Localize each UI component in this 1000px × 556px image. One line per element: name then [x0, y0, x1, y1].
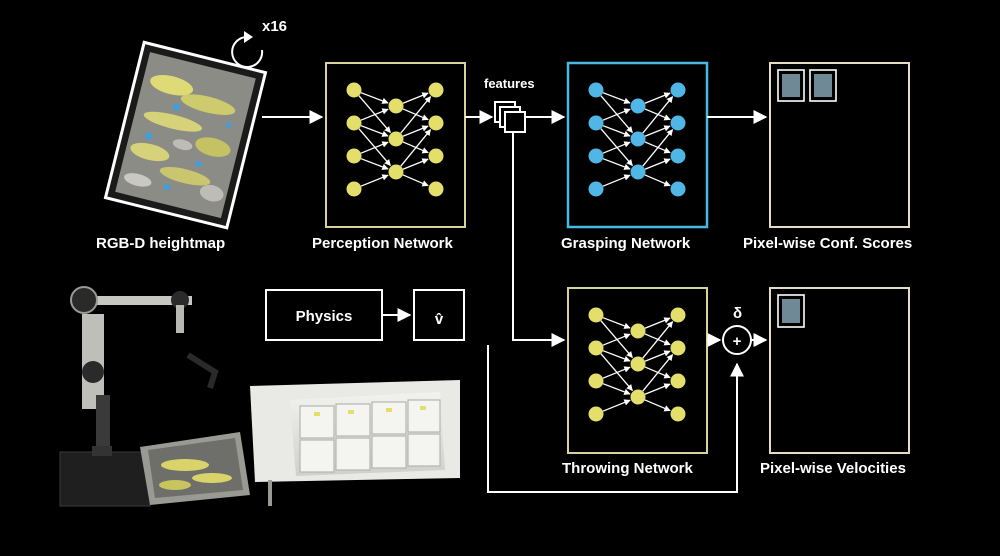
network-edge	[642, 96, 674, 134]
network-edge	[400, 129, 432, 167]
network-edge	[644, 158, 671, 170]
network-edge	[602, 333, 631, 346]
network-node	[588, 340, 604, 356]
network-node	[388, 164, 404, 180]
network-edge	[644, 399, 671, 412]
network-node	[588, 373, 604, 389]
network-edge	[644, 174, 671, 187]
throwing-label: Throwing Network	[562, 460, 693, 477]
network-edge	[642, 321, 674, 359]
network-edge	[360, 174, 389, 187]
rotation-count-label: x16	[262, 18, 287, 35]
network-node	[670, 340, 686, 356]
network-node	[588, 181, 604, 197]
grasping-network-nodes	[588, 82, 686, 197]
network-edge	[400, 96, 432, 134]
grasping-network-box	[566, 61, 709, 229]
robot-arm-photo	[58, 285, 468, 507]
network-node	[630, 164, 646, 180]
network-edge	[644, 350, 671, 362]
heightmap-texture	[124, 75, 236, 202]
network-edge	[360, 158, 389, 170]
network-edge	[644, 383, 671, 395]
network-edge	[602, 350, 631, 362]
network-node	[428, 115, 444, 131]
network-node	[346, 148, 362, 164]
network-edge	[402, 158, 429, 170]
network-node	[588, 307, 604, 323]
network-edge	[602, 383, 631, 395]
input-heightmap	[103, 40, 268, 230]
network-node	[630, 356, 646, 372]
rotate-arrow-icon	[231, 31, 264, 68]
delta-label: δ	[733, 305, 742, 322]
network-node	[630, 389, 646, 405]
network-node	[588, 406, 604, 422]
network-edge	[602, 125, 631, 137]
network-edge	[602, 366, 631, 379]
network-node	[346, 82, 362, 98]
network-edge	[602, 174, 631, 187]
network-edge	[402, 174, 429, 187]
network-node	[670, 307, 686, 323]
network-node	[428, 148, 444, 164]
network-edge	[602, 399, 631, 412]
network-node	[670, 373, 686, 389]
physics-label: Physics	[296, 308, 353, 325]
v-hat-box	[413, 289, 465, 341]
network-node	[670, 148, 686, 164]
conf-scores-label: Pixel-wise Conf. Scores	[743, 235, 912, 252]
velocities-label: Pixel-wise Velocities	[760, 460, 906, 477]
arrow-physics-to-sum	[487, 345, 744, 493]
plus-label: +	[733, 333, 742, 350]
network-edge	[602, 92, 631, 104]
network-edge	[642, 129, 674, 167]
grasping-label: Grasping Network	[561, 235, 691, 252]
network-node	[588, 115, 604, 131]
perception-network-box	[325, 62, 466, 228]
network-edge	[360, 141, 389, 154]
network-node	[588, 148, 604, 164]
conf-scores-box	[769, 62, 910, 228]
network-node	[630, 323, 646, 339]
network-edge	[644, 317, 671, 329]
network-edge	[402, 92, 429, 104]
network-node	[428, 181, 444, 197]
network-edge	[602, 108, 631, 121]
throwing-network-box	[567, 287, 708, 454]
network-node	[388, 131, 404, 147]
v-hat-label: v̂	[435, 311, 444, 328]
network-edge	[602, 158, 631, 170]
network-node	[670, 181, 686, 197]
network-node	[670, 406, 686, 422]
network-edge	[644, 92, 671, 104]
throwing-network-nodes	[588, 307, 686, 422]
network-edge	[360, 125, 389, 137]
perception-label: Perception Network	[312, 235, 454, 252]
network-node	[388, 98, 404, 114]
network-node	[630, 131, 646, 147]
network-edge	[642, 354, 674, 392]
input-label: RGB-D heightmap	[96, 235, 225, 252]
network-edge	[602, 317, 631, 329]
network-node	[630, 98, 646, 114]
perception-network-nodes	[346, 82, 444, 197]
network-node	[346, 181, 362, 197]
network-edge	[602, 141, 631, 154]
network-node	[588, 82, 604, 98]
network-node	[670, 82, 686, 98]
features-label: features	[484, 76, 535, 91]
network-edge	[402, 125, 429, 137]
physics-box	[265, 289, 383, 341]
network-edge	[360, 92, 389, 104]
network-node	[346, 115, 362, 131]
velocities-box	[769, 287, 910, 454]
network-edge	[360, 108, 389, 121]
arrow-features-to-throwing	[512, 132, 566, 347]
network-node	[670, 115, 686, 131]
stacked-squares-icon	[494, 101, 526, 133]
network-edge	[644, 125, 671, 137]
network-node	[428, 82, 444, 98]
